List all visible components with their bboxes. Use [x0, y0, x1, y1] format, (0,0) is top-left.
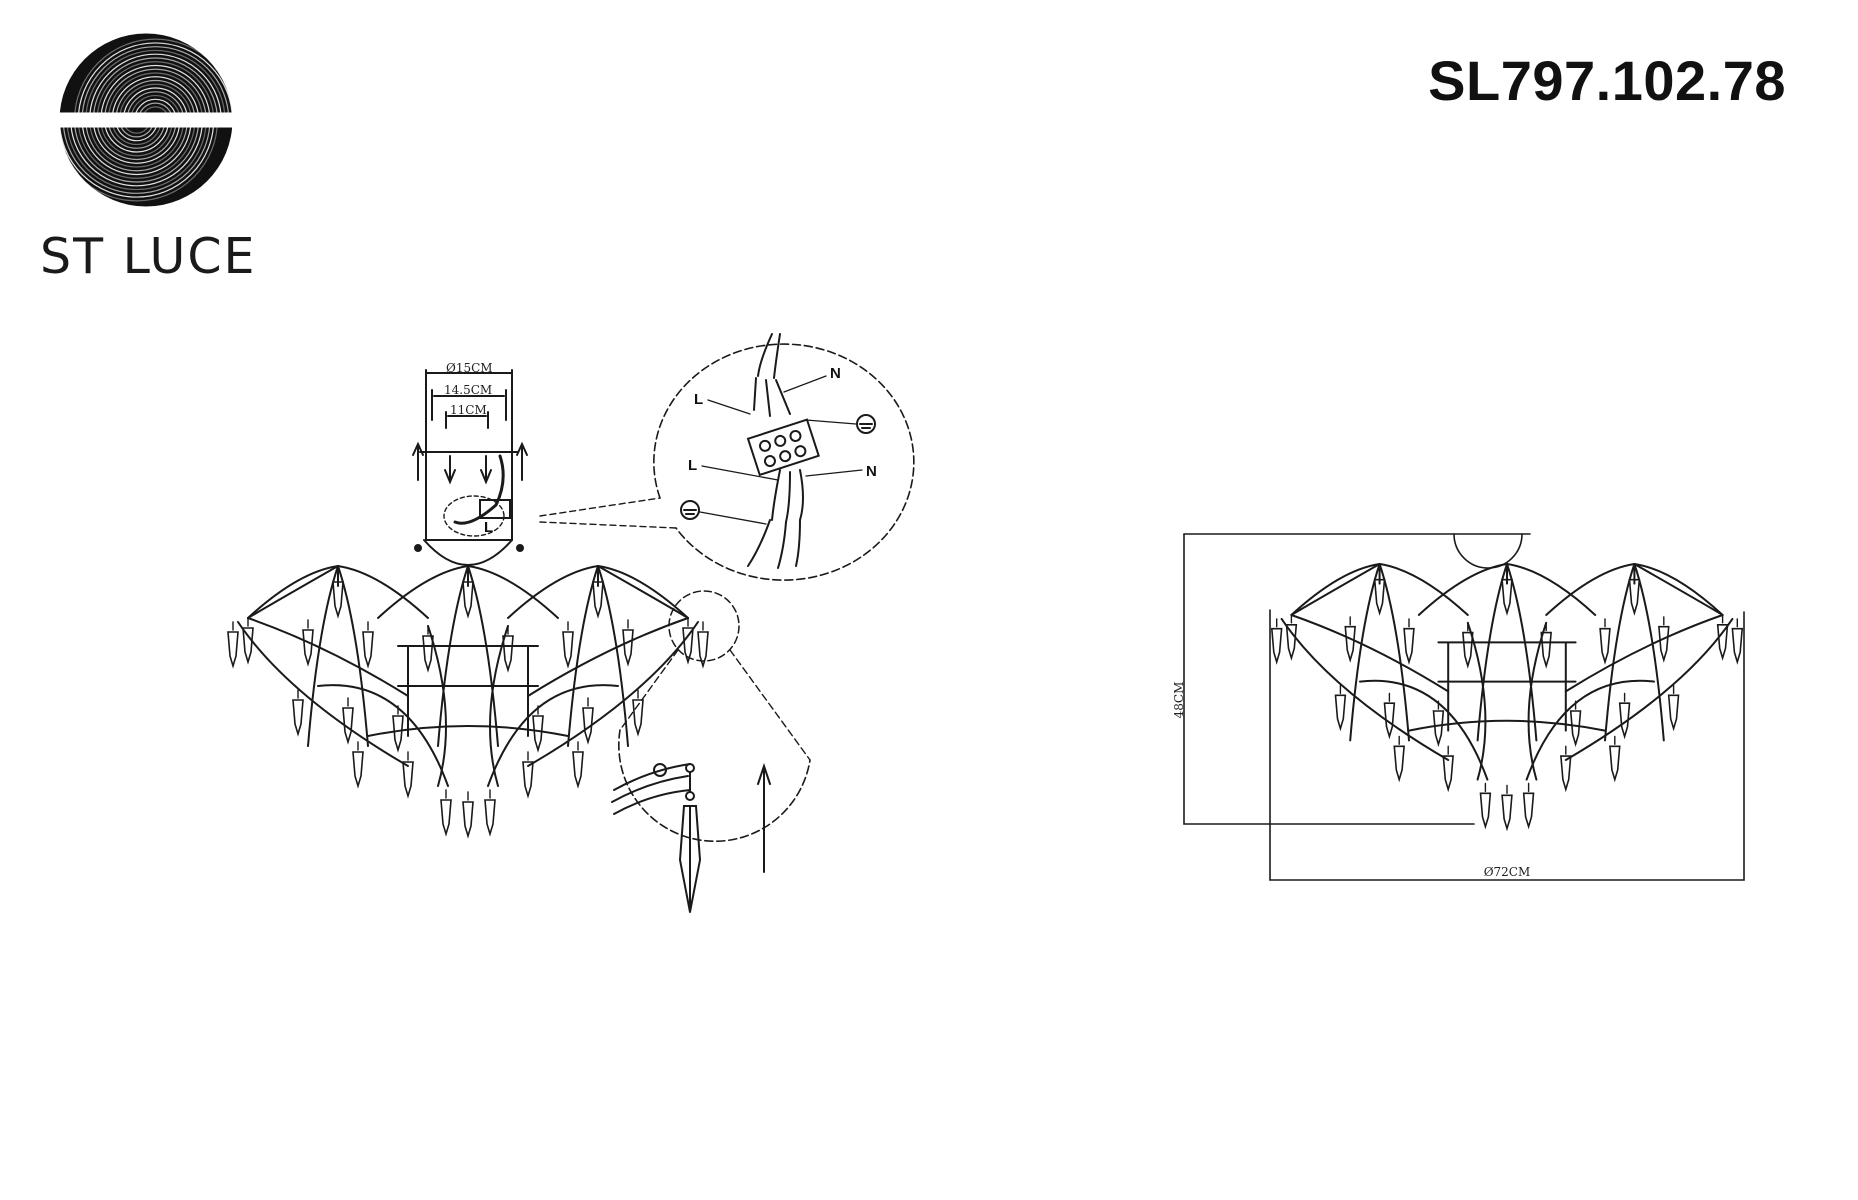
chandelier-dimension-view: [1270, 563, 1744, 832]
wiring-bottom-neutral-label: N: [866, 463, 877, 480]
st-luce-logo-icon: [52, 33, 240, 207]
mounting-bracket: [412, 369, 528, 566]
wiring-top-live-label: L: [694, 391, 703, 408]
diameter-dimension-label: Ø72CM: [1484, 865, 1531, 879]
mount-dim-inner: 11CM: [450, 403, 487, 417]
bracket-live-label: L: [484, 519, 493, 536]
chandelier-front-view: [227, 565, 709, 839]
model-code: SL797.102.78: [1428, 49, 1786, 112]
mount-dim-outer: Ø15CM: [446, 361, 493, 375]
wiring-detail: [653, 333, 915, 581]
crystal-hanging-detail: [611, 729, 811, 913]
dimension-lines: [1183, 533, 1745, 881]
mount-dim-middle: 14.5CM: [444, 383, 492, 397]
brand-name: ST LUCE: [40, 228, 257, 285]
wiring-top-neutral-label: N: [830, 365, 841, 382]
height-dimension-label: 48CM: [1172, 682, 1186, 719]
wiring-bottom-live-label: L: [688, 457, 697, 474]
